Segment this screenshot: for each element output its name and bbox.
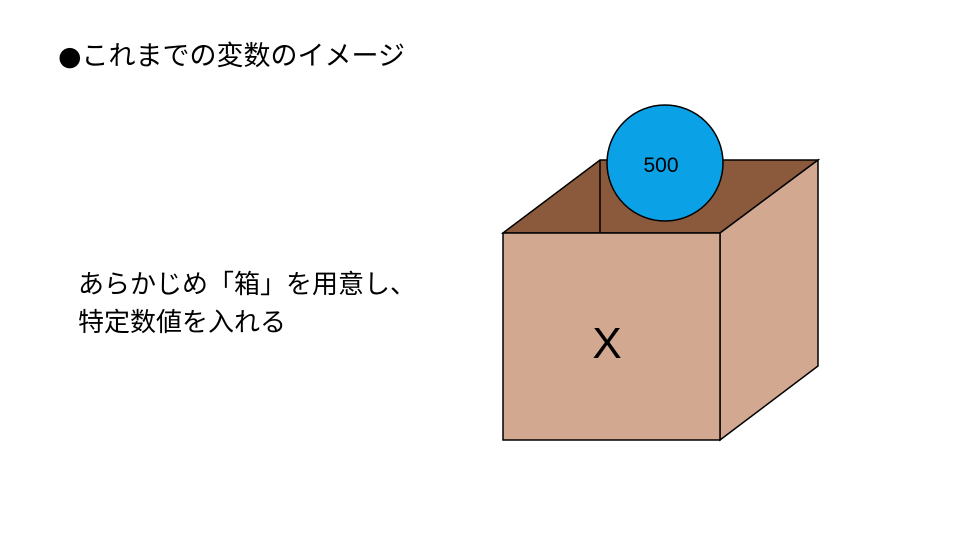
box-label: X: [592, 319, 621, 368]
value-label: 500: [643, 154, 678, 177]
box-front-face: [502, 232, 721, 441]
description-line-2: 特定数値を入れる: [78, 308, 287, 338]
slide-title: ●これまでの変数のイメージ: [58, 41, 406, 72]
value-ball: [606, 104, 724, 222]
description-line-1: あらかじめ「箱」を用意し、: [78, 270, 417, 300]
description: あらかじめ「箱」を用意し、 特定数値を入れる: [78, 266, 416, 342]
